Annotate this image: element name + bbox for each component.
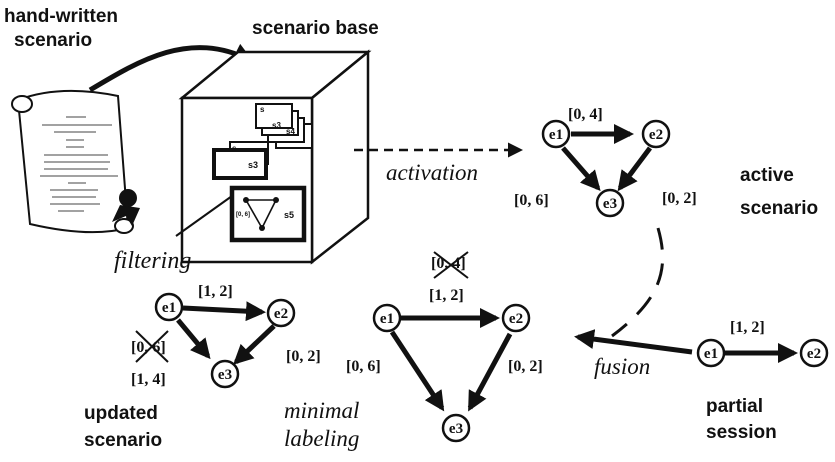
- active-node-e3-label: e3: [603, 196, 617, 212]
- graph-card-label: [0, 6]: [236, 212, 250, 218]
- minimal-labeling-label-line2: labeling: [284, 426, 359, 451]
- minimal-node-e3: [441, 413, 471, 443]
- updated-node-e2: [266, 298, 296, 328]
- active-scenario-graph: e1 e2 e3 [0, 4] [0, 6] [0, 2]: [514, 106, 697, 218]
- updated-scenario-label-line2: scenario: [84, 430, 162, 451]
- partial-node-e1-label: e1: [704, 346, 718, 362]
- active-scenario-label-line2: scenario: [740, 198, 818, 219]
- partial-node-e2: [799, 338, 829, 368]
- minimal-labeling-label-line1: minimal: [284, 398, 359, 423]
- active-scenario-label-line1: active: [740, 165, 794, 186]
- minimal-node-e1: [372, 303, 402, 333]
- active-node-e2-label: e2: [649, 127, 663, 143]
- updated-scenario-graph: e1 e2 e3 [1, 2] [0, 6] [1, 4] [0, 2]: [131, 283, 321, 389]
- front-card-s3: s3: [248, 160, 258, 170]
- front-card-s: s: [232, 144, 237, 153]
- activation-label: activation: [386, 160, 478, 185]
- updated-node-e2-label: e2: [274, 306, 288, 322]
- flow-curve: [611, 227, 665, 338]
- updated-node-e1-label: e1: [162, 300, 176, 316]
- minimal-edge-e1-e3: [389, 330, 445, 412]
- minimal-node-e2-label: e2: [509, 311, 523, 327]
- partial-edge-label: [1, 2]: [730, 319, 765, 336]
- updated-node-e3-label: e3: [218, 367, 232, 383]
- partial-node-e1: [696, 338, 726, 368]
- handwritten-label-line1: hand-written: [4, 6, 118, 27]
- minimal-node-e3-label: e3: [449, 421, 463, 437]
- import-arrow: [88, 43, 254, 93]
- updated-edge-e2-e3-label: [0, 2]: [286, 348, 321, 365]
- scenario-base-label: scenario base: [252, 18, 379, 39]
- filtering-label: filtering: [114, 248, 191, 274]
- partial-session-label-line1: partial: [706, 396, 763, 417]
- minimal-edge-e1-e2-label: [1, 2]: [429, 287, 464, 304]
- active-edge-e1-e3-label: [0, 6]: [514, 192, 549, 209]
- partial-node-e2-label: e2: [807, 346, 821, 362]
- card-label-s: s: [260, 105, 265, 114]
- active-node-e2: [641, 119, 671, 149]
- fusion-arrow: [574, 329, 693, 355]
- active-node-e3: [595, 188, 625, 218]
- updated-cross-line-2: [135, 330, 169, 363]
- partial-session-label-line2: session: [706, 422, 777, 443]
- minimal-node-e1-label: e1: [380, 311, 394, 327]
- front-cards: s s3: [212, 141, 269, 180]
- active-node-e1-label: e1: [549, 127, 563, 143]
- active-edge-e1-e3: [561, 146, 601, 192]
- updated-node-e1: [154, 292, 184, 322]
- handwritten-label-line2: scenario: [14, 30, 92, 51]
- minimal-edge-e1-e3-label: [0, 6]: [346, 358, 381, 375]
- updated-scenario-label-line1: updated: [84, 403, 158, 424]
- updated-edge-e1-e2-label: [1, 2]: [198, 283, 233, 300]
- active-edge-e1-e2-label: [0, 4]: [568, 106, 603, 123]
- minimal-edge-e2-e3-label: [0, 2]: [508, 358, 543, 375]
- minimal-edge-e2-e3: [467, 332, 513, 412]
- fusion-label: fusion: [594, 354, 650, 379]
- scroll-document: [11, 89, 140, 234]
- graph-card: [0, 6] s5: [229, 185, 307, 243]
- active-edge-e2-e3: [617, 146, 652, 192]
- active-node-e1: [541, 119, 571, 149]
- active-edge-e2-e3-label: [0, 2]: [662, 190, 697, 207]
- updated-edge-e1-e2: [182, 301, 266, 322]
- updated-edge-e2-e3: [233, 324, 276, 365]
- updated-node-e3: [210, 359, 240, 389]
- graph-card-node: s5: [284, 210, 294, 220]
- minimal-cross-line-2: [433, 251, 469, 279]
- updated-edge-e1-e3-label: [1, 4]: [131, 371, 166, 388]
- card-label-s4: s4: [286, 127, 295, 136]
- updated-edge-e1-e3: [176, 318, 211, 360]
- filtering-line: [175, 195, 233, 237]
- card-label-s3: s3: [272, 121, 281, 130]
- minimal-node-e2: [501, 303, 531, 333]
- partial-session-graph: e1 e2 [1, 2]: [696, 319, 829, 368]
- scenario-cards-stack: s s3 s4: [255, 103, 313, 149]
- minimal-labeling-graph: e1 e2 e3 [0, 4] [1, 2] [0, 6] [0, 2]: [346, 251, 543, 443]
